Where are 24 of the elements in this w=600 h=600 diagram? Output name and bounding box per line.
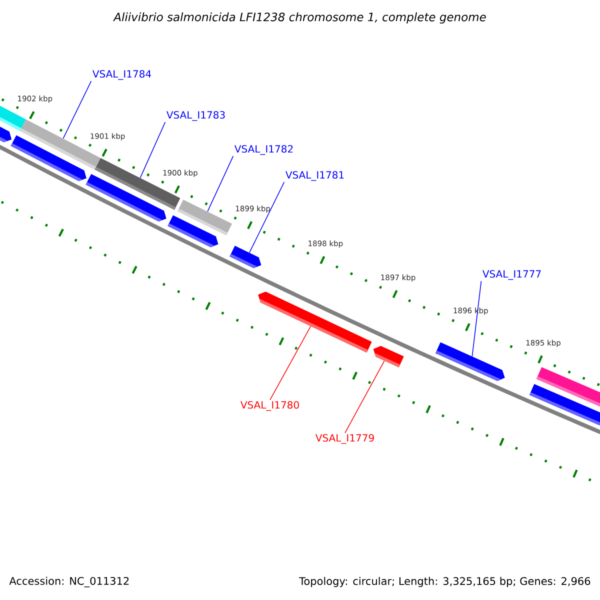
gene-feature — [373, 346, 404, 368]
gene-label: VSAL_I1781 — [286, 171, 344, 181]
gene-feature — [10, 135, 86, 182]
leader-line — [344, 360, 385, 434]
leader-line — [62, 80, 92, 139]
gene-feature — [230, 246, 262, 268]
gene-feature — [435, 342, 505, 381]
leader-line — [140, 122, 166, 178]
gene-label: VSAL_I1782 — [234, 145, 293, 155]
footer-text: Topology: circular; Length: 3,325,165 bp; Genes: 2,966 — [299, 576, 590, 588]
title: Aliivibrio salmonicida LFI1238 chromosome 1, complete genome — [113, 12, 486, 24]
leader-line — [207, 156, 234, 212]
gene-label: VSAL_I1779 — [316, 434, 374, 444]
gene-label: VSAL_I1777 — [482, 270, 541, 280]
gene-feature — [529, 384, 600, 426]
gene-label: VSAL_I1784 — [92, 70, 152, 80]
gene-label: VSAL_I1780 — [240, 401, 299, 411]
leader-line — [249, 182, 285, 253]
gene-label: VSAL_I1783 — [166, 111, 225, 121]
leader-line — [270, 326, 312, 400]
leader-line — [472, 280, 482, 357]
gene-feature — [258, 292, 372, 353]
footer-text: Accession: NC_011312 — [9, 576, 129, 588]
gene-feature — [168, 215, 218, 248]
